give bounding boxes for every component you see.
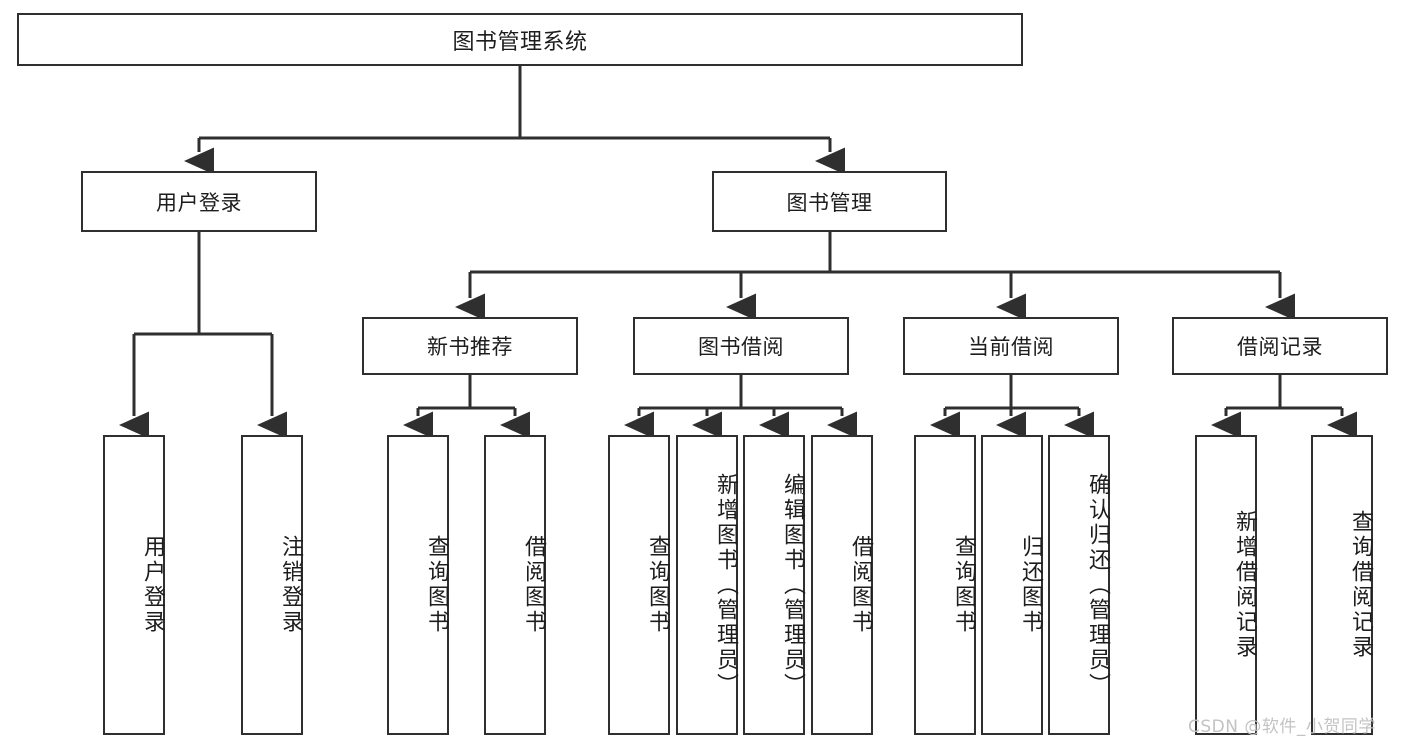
node-borrow-record-label: 借阅记录 [1237,335,1323,359]
leaf-add-borrow-record[interactable]: 新增借阅记录 [1195,435,1257,735]
csdn-watermark: CSDN @软件_小贺同学 [1188,717,1376,737]
node-book-management-label: 图书管理 [786,190,873,215]
leaf-logout[interactable]: 注销登录 [241,435,303,735]
leaf-logout-label: 注销登录 [278,535,303,635]
node-user-login[interactable]: 用户登录 [81,171,317,232]
leaf-user-login[interactable]: 用户登录 [103,435,165,735]
leaf-query-borrow-record-label: 查询借阅记录 [1348,510,1373,660]
leaf-query-book-current[interactable]: 查询图书 [914,435,976,735]
leaf-borrow-book-recommend-label: 借阅图书 [521,535,546,635]
node-new-book-recommend-label: 新书推荐 [427,335,513,359]
leaf-query-book-borrow[interactable]: 查询图书 [608,435,670,735]
leaf-query-book-borrow-label: 查询图书 [645,535,670,635]
leaf-borrow-book-label: 借阅图书 [848,535,873,635]
node-root[interactable]: 图书管理系统 [17,13,1023,66]
leaf-edit-book-admin[interactable]: 编辑图书（管理员） [743,435,805,735]
leaf-user-login-label: 用户登录 [140,535,165,635]
leaf-borrow-book-recommend[interactable]: 借阅图书 [484,435,546,735]
leaf-edit-book-admin-label: 编辑图书（管理员） [780,472,805,698]
leaf-add-borrow-record-label: 新增借阅记录 [1232,510,1257,660]
leaf-query-book-current-label: 查询图书 [951,535,976,635]
node-new-book-recommend[interactable]: 新书推荐 [362,317,578,375]
leaf-query-book-recommend-label: 查询图书 [424,535,449,635]
leaf-add-book-admin-label: 新增图书（管理员） [713,472,738,698]
leaf-query-book-recommend[interactable]: 查询图书 [387,435,449,735]
node-book-borrow[interactable]: 图书借阅 [633,317,849,375]
leaf-query-borrow-record[interactable]: 查询借阅记录 [1311,435,1373,735]
leaf-add-book-admin[interactable]: 新增图书（管理员） [676,435,738,735]
node-current-borrow-label: 当前借阅 [968,335,1054,359]
leaf-return-book-label: 归还图书 [1018,535,1043,635]
node-book-management[interactable]: 图书管理 [712,171,947,232]
node-root-label: 图书管理系统 [452,29,588,55]
leaf-borrow-book[interactable]: 借阅图书 [811,435,873,735]
leaf-confirm-return-admin-label: 确认归还（管理员） [1085,472,1110,698]
node-borrow-record[interactable]: 借阅记录 [1172,317,1388,375]
node-user-login-label: 用户登录 [156,190,242,215]
leaf-confirm-return-admin[interactable]: 确认归还（管理员） [1048,435,1110,735]
leaf-return-book[interactable]: 归还图书 [981,435,1043,735]
node-current-borrow[interactable]: 当前借阅 [903,317,1119,375]
node-book-borrow-label: 图书借阅 [698,335,784,359]
